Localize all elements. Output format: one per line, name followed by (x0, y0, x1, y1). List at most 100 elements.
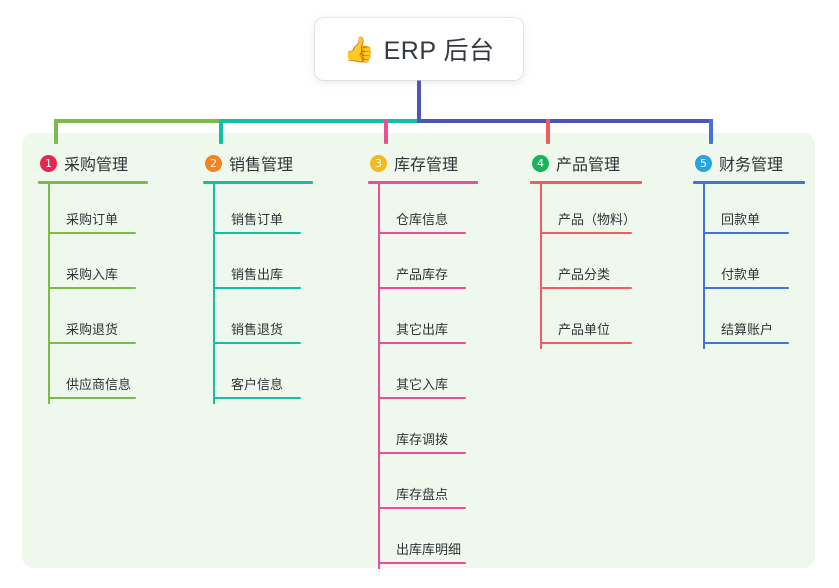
menu-item[interactable]: 产品库存 (368, 239, 478, 294)
category-column-2: 2 销售管理销售订单销售出库销售退货客户信息 (203, 150, 313, 404)
menu-item-label: 库存调拨 (396, 432, 449, 447)
menu-item[interactable]: 销售订单 (203, 184, 313, 239)
menu-item-label: 出库库明细 (396, 542, 462, 557)
column-spine-line (540, 184, 542, 349)
column-item-list: 回款单付款单结算账户 (693, 184, 805, 349)
menu-item-rule (213, 342, 301, 344)
column-header-rule (530, 181, 642, 184)
trunk-line (417, 80, 421, 123)
menu-item-rule (213, 397, 301, 399)
menu-item[interactable]: 其它入库 (368, 349, 478, 404)
menu-item-rule (48, 397, 136, 399)
thumbs-up-icon: 👍 (343, 35, 375, 64)
menu-item-label: 产品单位 (558, 322, 611, 337)
menu-item-label: 销售订单 (231, 212, 284, 227)
column-number-badge: 5 (695, 154, 712, 172)
menu-item-rule (540, 232, 632, 234)
column-header-rule (203, 181, 313, 184)
category-column-5: 5 财务管理回款单付款单结算账户 (693, 150, 805, 349)
menu-item[interactable]: 结算账户 (693, 294, 805, 349)
menu-item-rule (48, 342, 136, 344)
menu-item[interactable]: 库存盘点 (368, 459, 478, 514)
menu-item-label: 客户信息 (231, 377, 284, 392)
menu-item[interactable]: 采购订单 (38, 184, 148, 239)
category-column-3: 3 库存管理仓库信息产品库存其它出库其它入库库存调拨库存盘点出库库明细 (368, 150, 478, 569)
menu-item-label: 产品库存 (396, 267, 449, 282)
menu-item[interactable]: 客户信息 (203, 349, 313, 404)
menu-item-label: 供应商信息 (66, 377, 132, 392)
column-item-list: 产品（物料） 产品分类产品单位 (530, 184, 642, 349)
column-spine-line (213, 184, 215, 404)
root-node-content: 👍 ERP 后台 (343, 31, 494, 67)
menu-item[interactable]: 库存调拨 (368, 404, 478, 459)
menu-item-label: 产品（物料） (558, 212, 637, 227)
column-item-list: 仓库信息产品库存其它出库其它入库库存调拨库存盘点出库库明细 (368, 184, 478, 569)
column-number-badge: 3 (370, 154, 387, 172)
column-header-rule (693, 181, 805, 184)
menu-item[interactable]: 采购退货 (38, 294, 148, 349)
menu-item[interactable]: 付款单 (693, 239, 805, 294)
menu-item[interactable]: 其它出库 (368, 294, 478, 349)
column-title: 库存管理 (394, 157, 459, 174)
root-node[interactable]: 👍 ERP 后台 (315, 18, 523, 80)
column-number-badge: 4 (532, 154, 549, 172)
menu-item-label: 其它入库 (396, 377, 449, 392)
menu-item[interactable]: 产品分类 (530, 239, 642, 294)
menu-item-label: 仓库信息 (396, 212, 449, 227)
branch-drop-2 (219, 119, 223, 144)
branch-drop-5 (709, 119, 713, 144)
menu-item-label: 库存盘点 (396, 487, 449, 502)
menu-item-rule (48, 232, 136, 234)
diagram-background-panel (22, 133, 815, 568)
column-header-rule (368, 181, 478, 184)
menu-item-rule (703, 232, 789, 234)
column-number-badge: 2 (205, 154, 222, 172)
column-number-badge: 1 (40, 154, 57, 172)
column-title: 采购管理 (64, 157, 129, 174)
branch-drop-1 (54, 119, 58, 144)
category-column-1: 1 采购管理采购订单采购入库采购退货供应商信息 (38, 150, 148, 404)
menu-item[interactable]: 回款单 (693, 184, 805, 239)
menu-item[interactable]: 采购入库 (38, 239, 148, 294)
menu-item-label: 销售退货 (231, 322, 284, 337)
menu-item-label: 采购退货 (66, 322, 119, 337)
menu-item[interactable]: 销售出库 (203, 239, 313, 294)
column-spine-line (378, 184, 380, 569)
menu-item-rule (378, 562, 466, 564)
menu-item[interactable]: 仓库信息 (368, 184, 478, 239)
column-header-3[interactable]: 3 库存管理 (368, 150, 478, 176)
menu-item[interactable]: 供应商信息 (38, 349, 148, 404)
menu-item-label: 结算账户 (721, 322, 774, 337)
menu-item-label: 销售出库 (231, 267, 284, 282)
menu-item[interactable]: 产品单位 (530, 294, 642, 349)
branch-drop-3 (384, 119, 388, 144)
bus-segment-3 (417, 119, 713, 123)
menu-item-rule (378, 287, 466, 289)
column-spine-line (703, 184, 705, 349)
menu-item-rule (213, 232, 301, 234)
column-header-2[interactable]: 2 销售管理 (203, 150, 313, 176)
column-title: 财务管理 (719, 157, 784, 174)
menu-item-rule (213, 287, 301, 289)
column-title: 销售管理 (229, 157, 294, 174)
menu-item-rule (378, 452, 466, 454)
menu-item-rule (540, 342, 632, 344)
menu-item-label: 其它出库 (396, 322, 449, 337)
column-header-1[interactable]: 1 采购管理 (38, 150, 148, 176)
menu-item-rule (540, 287, 632, 289)
menu-item-rule (703, 287, 789, 289)
menu-item[interactable]: 销售退货 (203, 294, 313, 349)
column-item-list: 销售订单销售出库销售退货客户信息 (203, 184, 313, 404)
column-header-rule (38, 181, 148, 184)
root-node-title: ERP 后台 (383, 37, 495, 65)
column-header-5[interactable]: 5 财务管理 (693, 150, 805, 176)
branch-drop-4 (546, 119, 550, 144)
bus-segment-2 (221, 119, 419, 123)
menu-item[interactable]: 出库库明细 (368, 514, 478, 569)
menu-item[interactable]: 产品（物料） (530, 184, 642, 239)
menu-item-label: 采购订单 (66, 212, 119, 227)
